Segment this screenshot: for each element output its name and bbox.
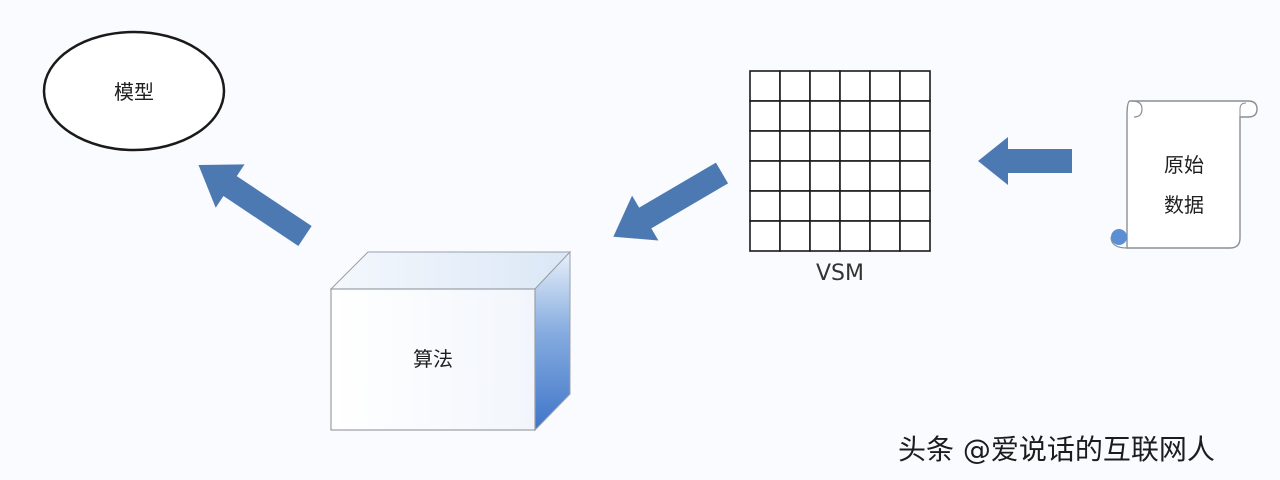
vsm-cell [839, 220, 871, 252]
vsm-cell [749, 130, 781, 162]
raw-data-scroll-bottom-edge [1110, 236, 1128, 249]
raw-data-scroll-body [1126, 100, 1258, 249]
algorithm-box-top [329, 251, 572, 290]
vsm-cell [809, 160, 841, 192]
vsm-cell [869, 160, 901, 192]
vsm-label: VSM [816, 261, 864, 286]
vsm-cell [899, 130, 931, 162]
vsm-matrix-grid [749, 70, 931, 252]
vsm-cell [839, 130, 871, 162]
vsm-cell [779, 100, 811, 132]
vsm-cell [869, 130, 901, 162]
raw-data-label-line2: 数据 [1164, 193, 1204, 217]
vsm-cell [899, 100, 931, 132]
raw-data-scroll-top-fold [1239, 102, 1247, 117]
vsm-cell [749, 100, 781, 132]
vsm-cell [899, 190, 931, 222]
vsm-cell [869, 190, 901, 222]
vsm-cell [749, 190, 781, 222]
vsm-cell [749, 160, 781, 192]
vsm-cell [809, 190, 841, 222]
vsm-cell [779, 160, 811, 192]
vsm-cell [779, 220, 811, 252]
vsm-cell [869, 70, 901, 102]
vsm-cell [839, 160, 871, 192]
vsm-cell [779, 130, 811, 162]
vsm-cell [809, 130, 841, 162]
raw-data-scroll-top-curl [1131, 100, 1143, 118]
vsm-cell [899, 70, 931, 102]
vsm-cell [809, 100, 841, 132]
raw-data-label-line1: 原始 [1164, 153, 1204, 177]
vsm-cell [839, 190, 871, 222]
vsm-cell [869, 100, 901, 132]
algorithm-label: 算法 [413, 347, 453, 371]
vsm-cell [899, 220, 931, 252]
arrow-to-algorithm-shape [613, 162, 729, 241]
vsm-cell [839, 70, 871, 102]
model-ellipse [42, 30, 226, 152]
raw-data-scroll-bottom-curl [1111, 229, 1127, 245]
arrow-to-vsm [978, 137, 1072, 185]
vsm-cell [779, 190, 811, 222]
vsm-node: VSM [749, 70, 931, 286]
vsm-cell [869, 220, 901, 252]
raw-data-node: 原始 数据 [1110, 100, 1258, 249]
vsm-cell [839, 100, 871, 132]
algorithm-box-front [330, 288, 536, 431]
vsm-cell [749, 220, 781, 252]
vsm-cell [749, 70, 781, 102]
vsm-cell [779, 70, 811, 102]
vsm-cell [809, 70, 841, 102]
model-node: 模型 [42, 30, 226, 152]
arrow-to-model-shape [198, 164, 312, 246]
vsm-cell [899, 160, 931, 192]
algorithm-node: 算法 [329, 250, 572, 432]
watermark-text: 头条 @爱说话的互联网人 [898, 433, 1215, 466]
arrow-to-algorithm [613, 162, 729, 241]
arrow-to-model [198, 164, 312, 246]
vsm-cell [809, 220, 841, 252]
arrow-to-vsm-shape [978, 137, 1072, 185]
model-label: 模型 [114, 80, 154, 104]
